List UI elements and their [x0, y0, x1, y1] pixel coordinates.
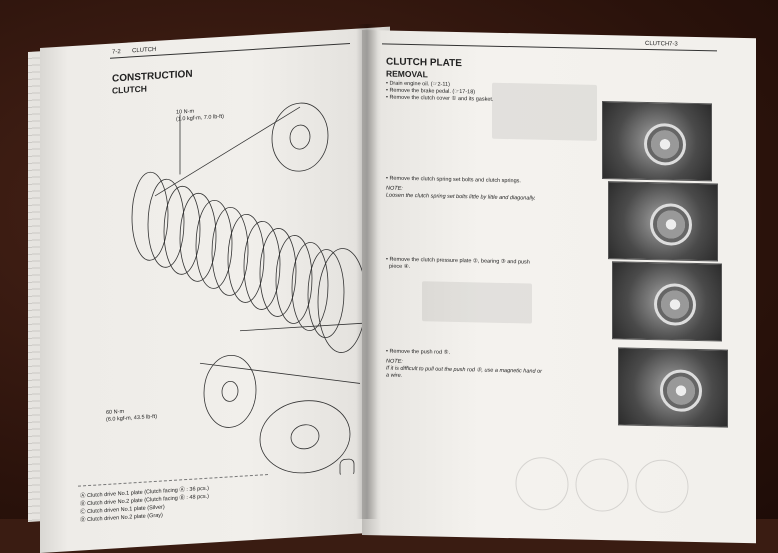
photo-clutch-springs — [608, 181, 718, 262]
note-spring-bolts: Loosen the clutch spring set bolts littl… — [386, 192, 536, 202]
photo-clutch-cover — [602, 101, 712, 182]
left-header-section: CLUTCH — [132, 46, 157, 55]
photo-push-rod — [618, 347, 728, 428]
right-header-section: CLUTCH — [645, 40, 670, 48]
show-through-diagram — [515, 457, 689, 513]
step-push-rod: • Remove the push rod ⑤. — [386, 348, 451, 356]
note-push-rod-cont: a wire. — [386, 372, 403, 379]
right-title: CLUTCH PLATE — [386, 56, 462, 70]
clutch-plates-stack — [131, 171, 367, 353]
left-subtitle: CLUTCH — [112, 83, 147, 96]
right-subtitle: REMOVAL — [386, 68, 428, 80]
torque-spec-top: 10 N·m (1.0 kgf-m, 7.0 lb-ft) — [176, 108, 224, 123]
pressure-plate — [271, 102, 329, 172]
service-manual: 7-2 CLUTCH CONSTRUCTION CLUTCH — [28, 14, 756, 553]
left-page: 7-2 CLUTCH CONSTRUCTION CLUTCH — [40, 26, 390, 553]
photo-pressure-plate — [612, 261, 722, 342]
step-clutch-cover: • Remove the clutch cover ① and its gask… — [386, 94, 494, 103]
clutch-housing — [259, 400, 351, 474]
step-spring-bolts: • Remove the clutch spring set bolts and… — [386, 175, 521, 185]
clutch-hub — [203, 354, 257, 428]
step-pressure-plate-cont: piece ④. — [386, 263, 411, 271]
clutch-exploded-diagram — [131, 102, 370, 478]
show-through-smudge-2 — [422, 281, 532, 324]
left-page-number: 7-2 — [112, 49, 121, 56]
show-through-smudge — [492, 82, 597, 141]
note-push-rod: If it is difficult to pull out the push … — [386, 365, 542, 375]
right-page: CLUTCH 7-3 CLUTCH PLATE REMOVAL • Drain … — [362, 30, 756, 544]
book-spine-shadow — [356, 24, 378, 519]
left-title: CONSTRUCTION — [112, 68, 193, 85]
right-page-number: 7-3 — [669, 41, 678, 48]
